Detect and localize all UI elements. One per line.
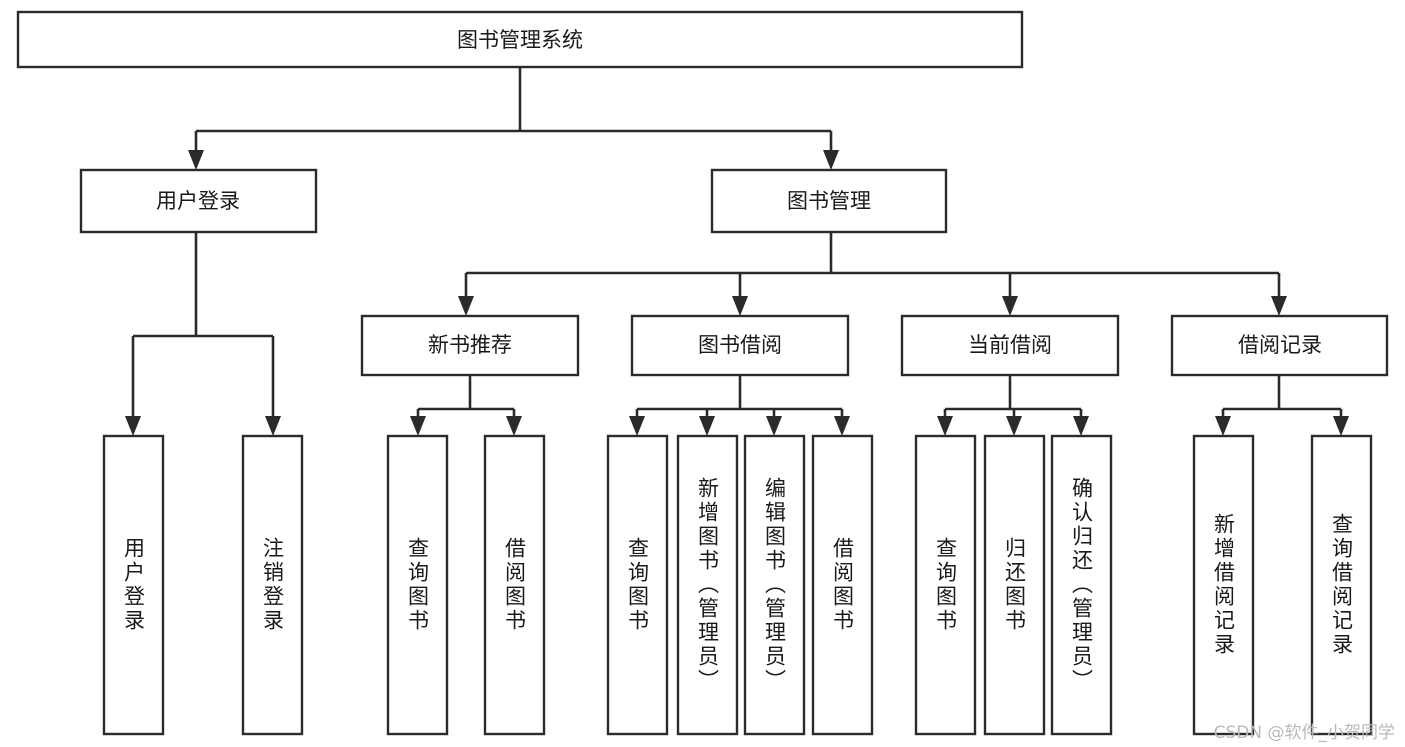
node-box-leaf-edit-book[interactable] [743, 434, 806, 736]
arrow-head-borrow-record [1271, 296, 1287, 316]
watermark-text: CSDN @软件_小贺同学 [1213, 723, 1395, 743]
arrow-head-leaf-return-book [1006, 416, 1022, 436]
arrow-head-leaf-add-record [1215, 416, 1231, 436]
node-box-current-borrow[interactable] [900, 314, 1120, 377]
node-label-current-borrow: 当前借阅 [968, 333, 1052, 357]
arrow-head-leaf-query-book-1 [410, 416, 426, 436]
connector-group-book-borrow [629, 375, 850, 436]
connector-group-current-borrow [937, 375, 1089, 436]
arrow-head-leaf-logout [265, 416, 281, 436]
connector-group-book-management [458, 232, 1287, 316]
arrow-head-leaf-borrow-book-2 [834, 416, 850, 436]
node-box-borrow-record[interactable] [1170, 314, 1389, 377]
arrow-head-leaf-borrow-book-1 [506, 416, 522, 436]
node-box-leaf-user-login[interactable] [102, 434, 165, 736]
connector-group-root [188, 67, 839, 170]
arrow-head-leaf-user-login [125, 416, 141, 436]
node-box-new-book-recommend[interactable] [360, 314, 580, 377]
node-label-borrow-record: 借阅记录 [1238, 333, 1322, 357]
arrow-head-current-borrow [1002, 296, 1018, 316]
node-box-leaf-query-book-1[interactable] [386, 434, 449, 736]
arrow-head-book-management [823, 150, 839, 170]
node-box-leaf-borrow-book-2[interactable] [811, 434, 874, 736]
node-box-leaf-query-book-3[interactable] [914, 434, 977, 736]
node-box-leaf-return-book[interactable] [983, 434, 1046, 736]
node-box-leaf-add-book[interactable] [676, 434, 739, 736]
connector-group-new-book-recommend [410, 375, 522, 436]
node-label-root: 图书管理系统 [457, 28, 583, 52]
arrow-head-leaf-edit-book [766, 416, 782, 436]
node-box-leaf-query-book-2[interactable] [606, 434, 669, 736]
arrow-head-leaf-add-book [699, 416, 715, 436]
arrow-head-new-book-recommend [458, 296, 474, 316]
node-label-book-management: 图书管理 [787, 189, 871, 213]
node-box-book-management[interactable] [710, 168, 948, 234]
node-box-leaf-add-record[interactable] [1192, 434, 1255, 736]
arrow-head-leaf-query-record [1333, 416, 1349, 436]
node-box-leaf-confirm-return[interactable] [1050, 434, 1113, 736]
arrow-head-book-borrow [732, 296, 748, 316]
arrow-head-leaf-query-book-2 [629, 416, 645, 436]
node-label-new-book-recommend: 新书推荐 [428, 333, 512, 357]
arrow-head-leaf-confirm-return [1073, 416, 1089, 436]
node-label-user-login: 用户登录 [156, 189, 240, 213]
node-box-leaf-query-record[interactable] [1310, 434, 1373, 736]
node-box-user-login[interactable] [79, 168, 318, 234]
arrow-head-leaf-query-book-3 [937, 416, 953, 436]
node-box-book-borrow[interactable] [630, 314, 850, 377]
node-box-leaf-borrow-book-1[interactable] [483, 434, 546, 736]
node-box-root[interactable] [16, 10, 1024, 69]
connector-group-borrow-record [1215, 375, 1349, 436]
connector-group-user-login [125, 232, 281, 436]
node-box-leaf-logout[interactable] [241, 434, 304, 736]
node-label-book-borrow: 图书借阅 [698, 333, 782, 357]
arrow-head-user-login [188, 150, 204, 170]
